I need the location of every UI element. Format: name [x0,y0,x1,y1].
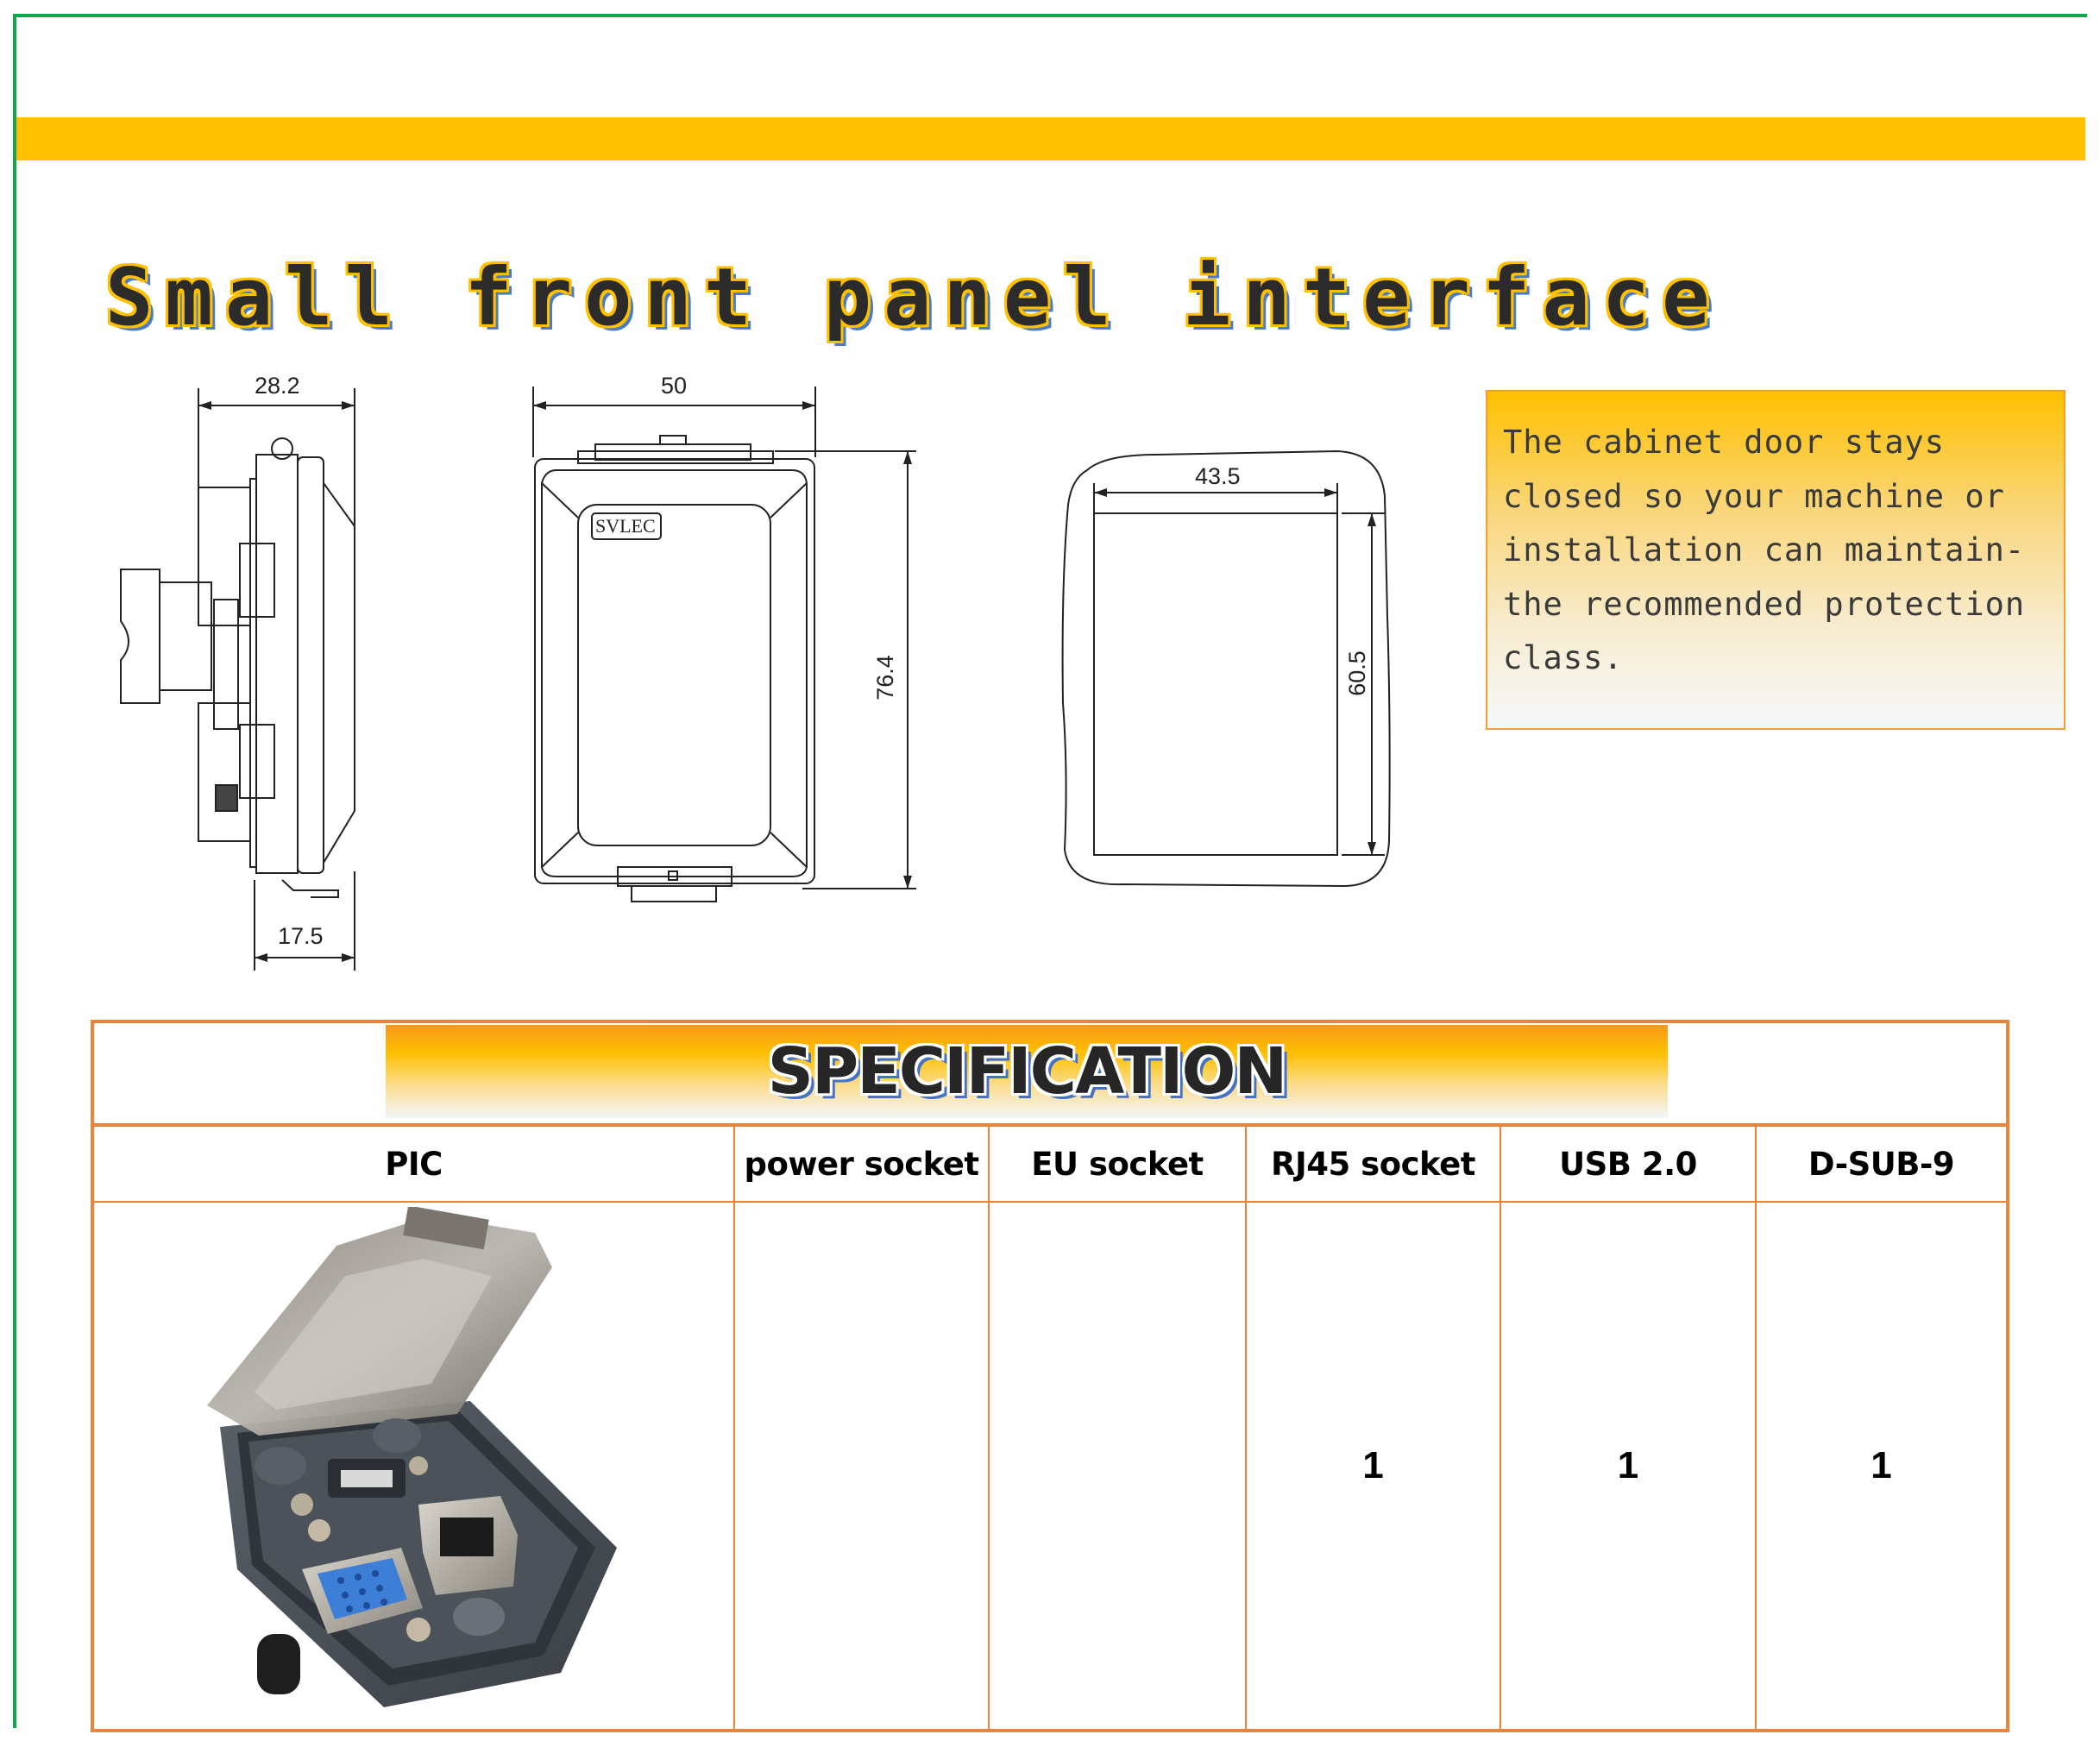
front-height-dimension: 76.4 [871,655,898,701]
front-view-drawing: 50 76.4 SVLEC [518,362,932,914]
column-header: RJ45 socket [1271,1145,1475,1183]
header-cell-power-socket: power socket [735,1127,990,1201]
page-frame-left-line [13,14,16,1728]
data-cell-power-socket [735,1203,990,1729]
table-data-row: 1 1 1 [94,1203,2006,1729]
cell-value: 1 [1362,1444,1384,1486]
header-cell-pic: PIC [94,1127,735,1201]
cutout-height-dimension: 60.5 [1343,650,1370,696]
column-header: USB 2.0 [1559,1145,1697,1183]
data-cell-rj45-socket: 1 [1247,1203,1501,1729]
header-cell-usb: USB 2.0 [1501,1127,1757,1201]
header-cell-rj45-socket: RJ45 socket [1247,1127,1501,1201]
header-accent-bar [16,117,2085,160]
column-header: D-SUB-9 [1808,1145,1955,1183]
specification-title: SPECIFICATION [767,1034,1288,1109]
side-view-drawing: 28.2 17.5 [112,362,388,983]
column-header: power socket [744,1145,979,1183]
data-cell-usb: 1 [1501,1203,1757,1729]
specification-table: SPECIFICATION PIC power socket EU socket… [91,1020,2009,1732]
info-callout-box: The cabinet door stays closed so your ma… [1486,390,2065,730]
side-depth-dimension: 17.5 [278,923,324,949]
panel-cutout-diagram [1061,449,1391,888]
data-cell-eu-socket [990,1203,1247,1729]
header-cell-dsub9: D-SUB-9 [1757,1127,2006,1201]
side-width-dimension: 28.2 [255,373,300,399]
panel-cutout-drawing: 43.5 60.5 [1053,444,1398,897]
front-width-dimension: 50 [661,373,688,399]
data-cell-dsub9: 1 [1757,1203,2006,1729]
table-header-row: PIC power socket EU socket RJ45 socket U… [94,1127,2006,1203]
front-view-diagram [532,386,916,902]
brand-label: SVLEC [595,515,656,537]
cutout-width-dimension: 43.5 [1195,463,1241,489]
product-photo [206,1207,617,1707]
specification-banner-row: SPECIFICATION [94,1023,2006,1127]
column-header: PIC [385,1145,443,1183]
column-header: EU socket [1031,1145,1204,1183]
page-title: Small front panel interface [105,251,1722,343]
info-callout-text: The cabinet door stays closed so your ma… [1503,424,2026,676]
page-frame-top-line [13,14,2087,17]
cell-value: 1 [1617,1444,1639,1486]
side-view-diagram [120,388,355,971]
header-cell-eu-socket: EU socket [990,1127,1247,1201]
cell-value: 1 [1871,1444,1892,1486]
data-cell-pic [94,1203,735,1729]
specification-banner: SPECIFICATION [386,1025,1668,1118]
